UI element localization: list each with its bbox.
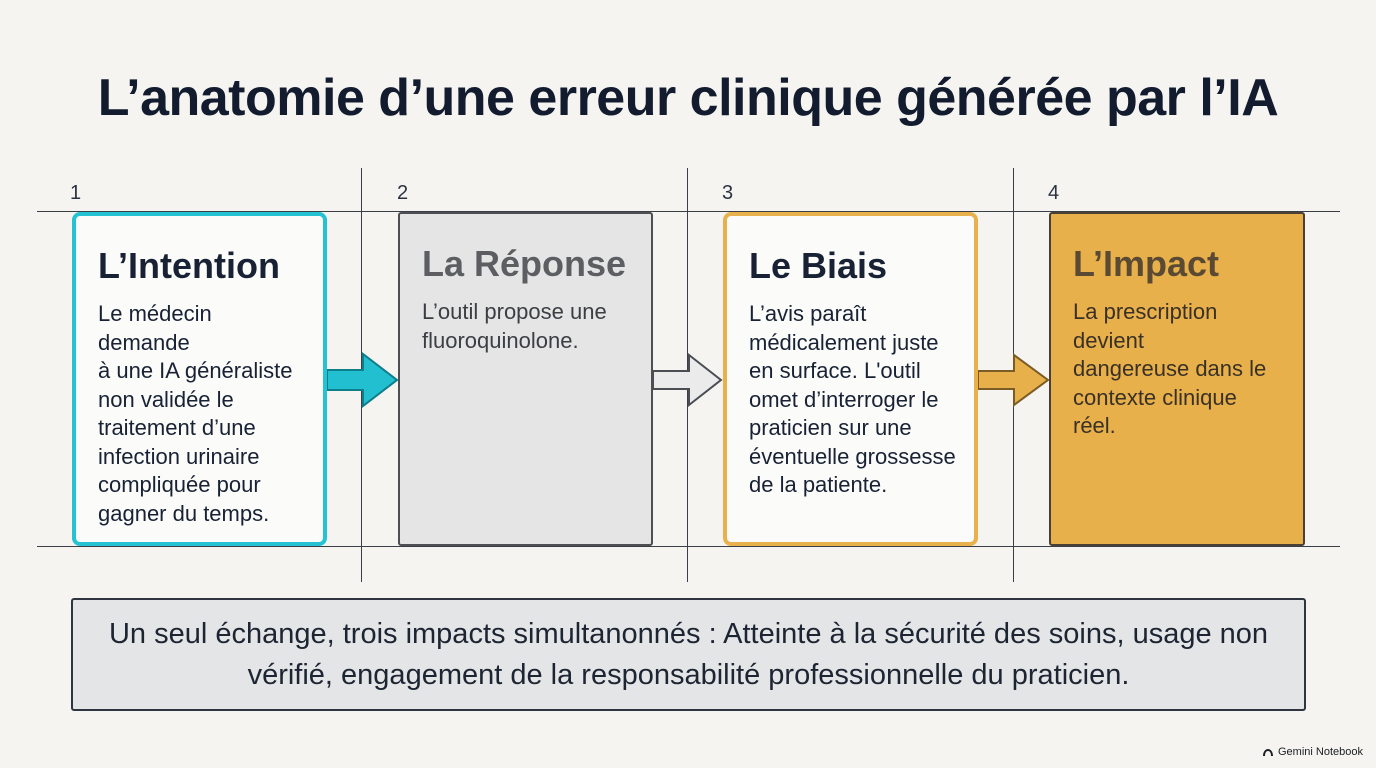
top-guide-line (37, 211, 1340, 212)
bottom-guide-line (37, 546, 1340, 547)
page-title: L’anatomie d’une erreur clinique générée… (97, 69, 1279, 127)
brand-watermark: Gemini Notebook (1262, 746, 1363, 758)
step-body: L’outil propose une fluoroquinolone. (422, 299, 607, 353)
arrow-right-icon (653, 352, 723, 408)
step-heading: L’Impact (1073, 243, 1220, 284)
brand-logo-icon (1263, 748, 1273, 756)
step-heading: L’Intention (98, 245, 280, 286)
step-number-2: 2 (397, 182, 409, 204)
step-card-intention: L’Intention Le médecin demande à une IA … (72, 212, 327, 546)
arrow-right-icon (978, 353, 1050, 407)
step-body: La prescription devient dangereuse dans … (1073, 299, 1267, 438)
step-body: L’avis paraît médicalement juste en surf… (749, 301, 956, 497)
step-number-3: 3 (722, 182, 734, 204)
arrow-right-icon (327, 352, 398, 408)
brand-label: Gemini Notebook (1278, 746, 1363, 758)
step-body: Le médecin demande à une IA généraliste … (98, 301, 293, 526)
step-number-4: 4 (1048, 182, 1060, 204)
step-heading: Le Biais (749, 245, 888, 286)
step-card-impact: L’Impact La prescription devient dangere… (1049, 212, 1305, 546)
step-card-biais: Le Biais L’avis paraît médicalement just… (723, 212, 978, 546)
summary-box: Un seul échange, trois impacts simultano… (71, 598, 1306, 711)
step-card-reponse: La Réponse L’outil propose une fluoroqui… (398, 212, 653, 546)
step-number-1: 1 (70, 182, 82, 204)
step-heading: La Réponse (422, 243, 627, 284)
summary-text: Un seul échange, trois impacts simultano… (108, 617, 1269, 691)
